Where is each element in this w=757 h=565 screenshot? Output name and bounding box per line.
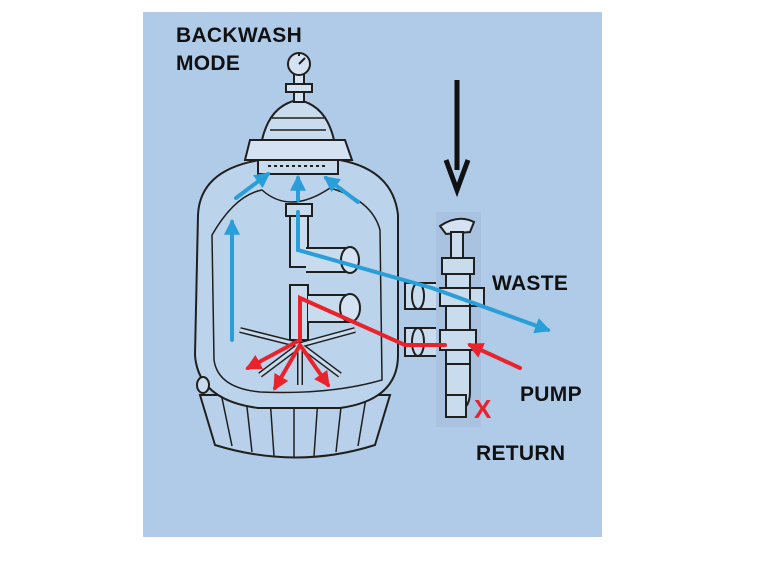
filter-tank xyxy=(193,98,399,459)
pump-inlet-arrow xyxy=(467,343,522,370)
backwash-flow xyxy=(224,172,552,342)
pump-input-flow xyxy=(245,294,522,391)
title-line-2: MODE xyxy=(176,52,241,75)
waste-label: WASTE xyxy=(492,272,569,295)
underdrain-arrow-left xyxy=(245,338,302,370)
underdrain-arrow-down-left xyxy=(273,343,302,391)
waste-outflow-arrow xyxy=(296,210,552,334)
pump-to-underdrain xyxy=(298,294,447,347)
underdrain-arrow-right xyxy=(298,343,330,388)
upflow-arrow-left-diag xyxy=(234,172,271,200)
title-line-1: BACKWASH xyxy=(176,24,303,47)
pressure-gauge-icon xyxy=(285,52,313,103)
pump-label: PUMP xyxy=(520,383,582,406)
multiport-valve xyxy=(436,212,485,427)
blocked-return-mark: X xyxy=(474,394,492,424)
upflow-arrow-right-diag xyxy=(323,176,360,204)
down-arrow-icon xyxy=(443,80,471,198)
return-label: RETURN xyxy=(476,442,566,465)
